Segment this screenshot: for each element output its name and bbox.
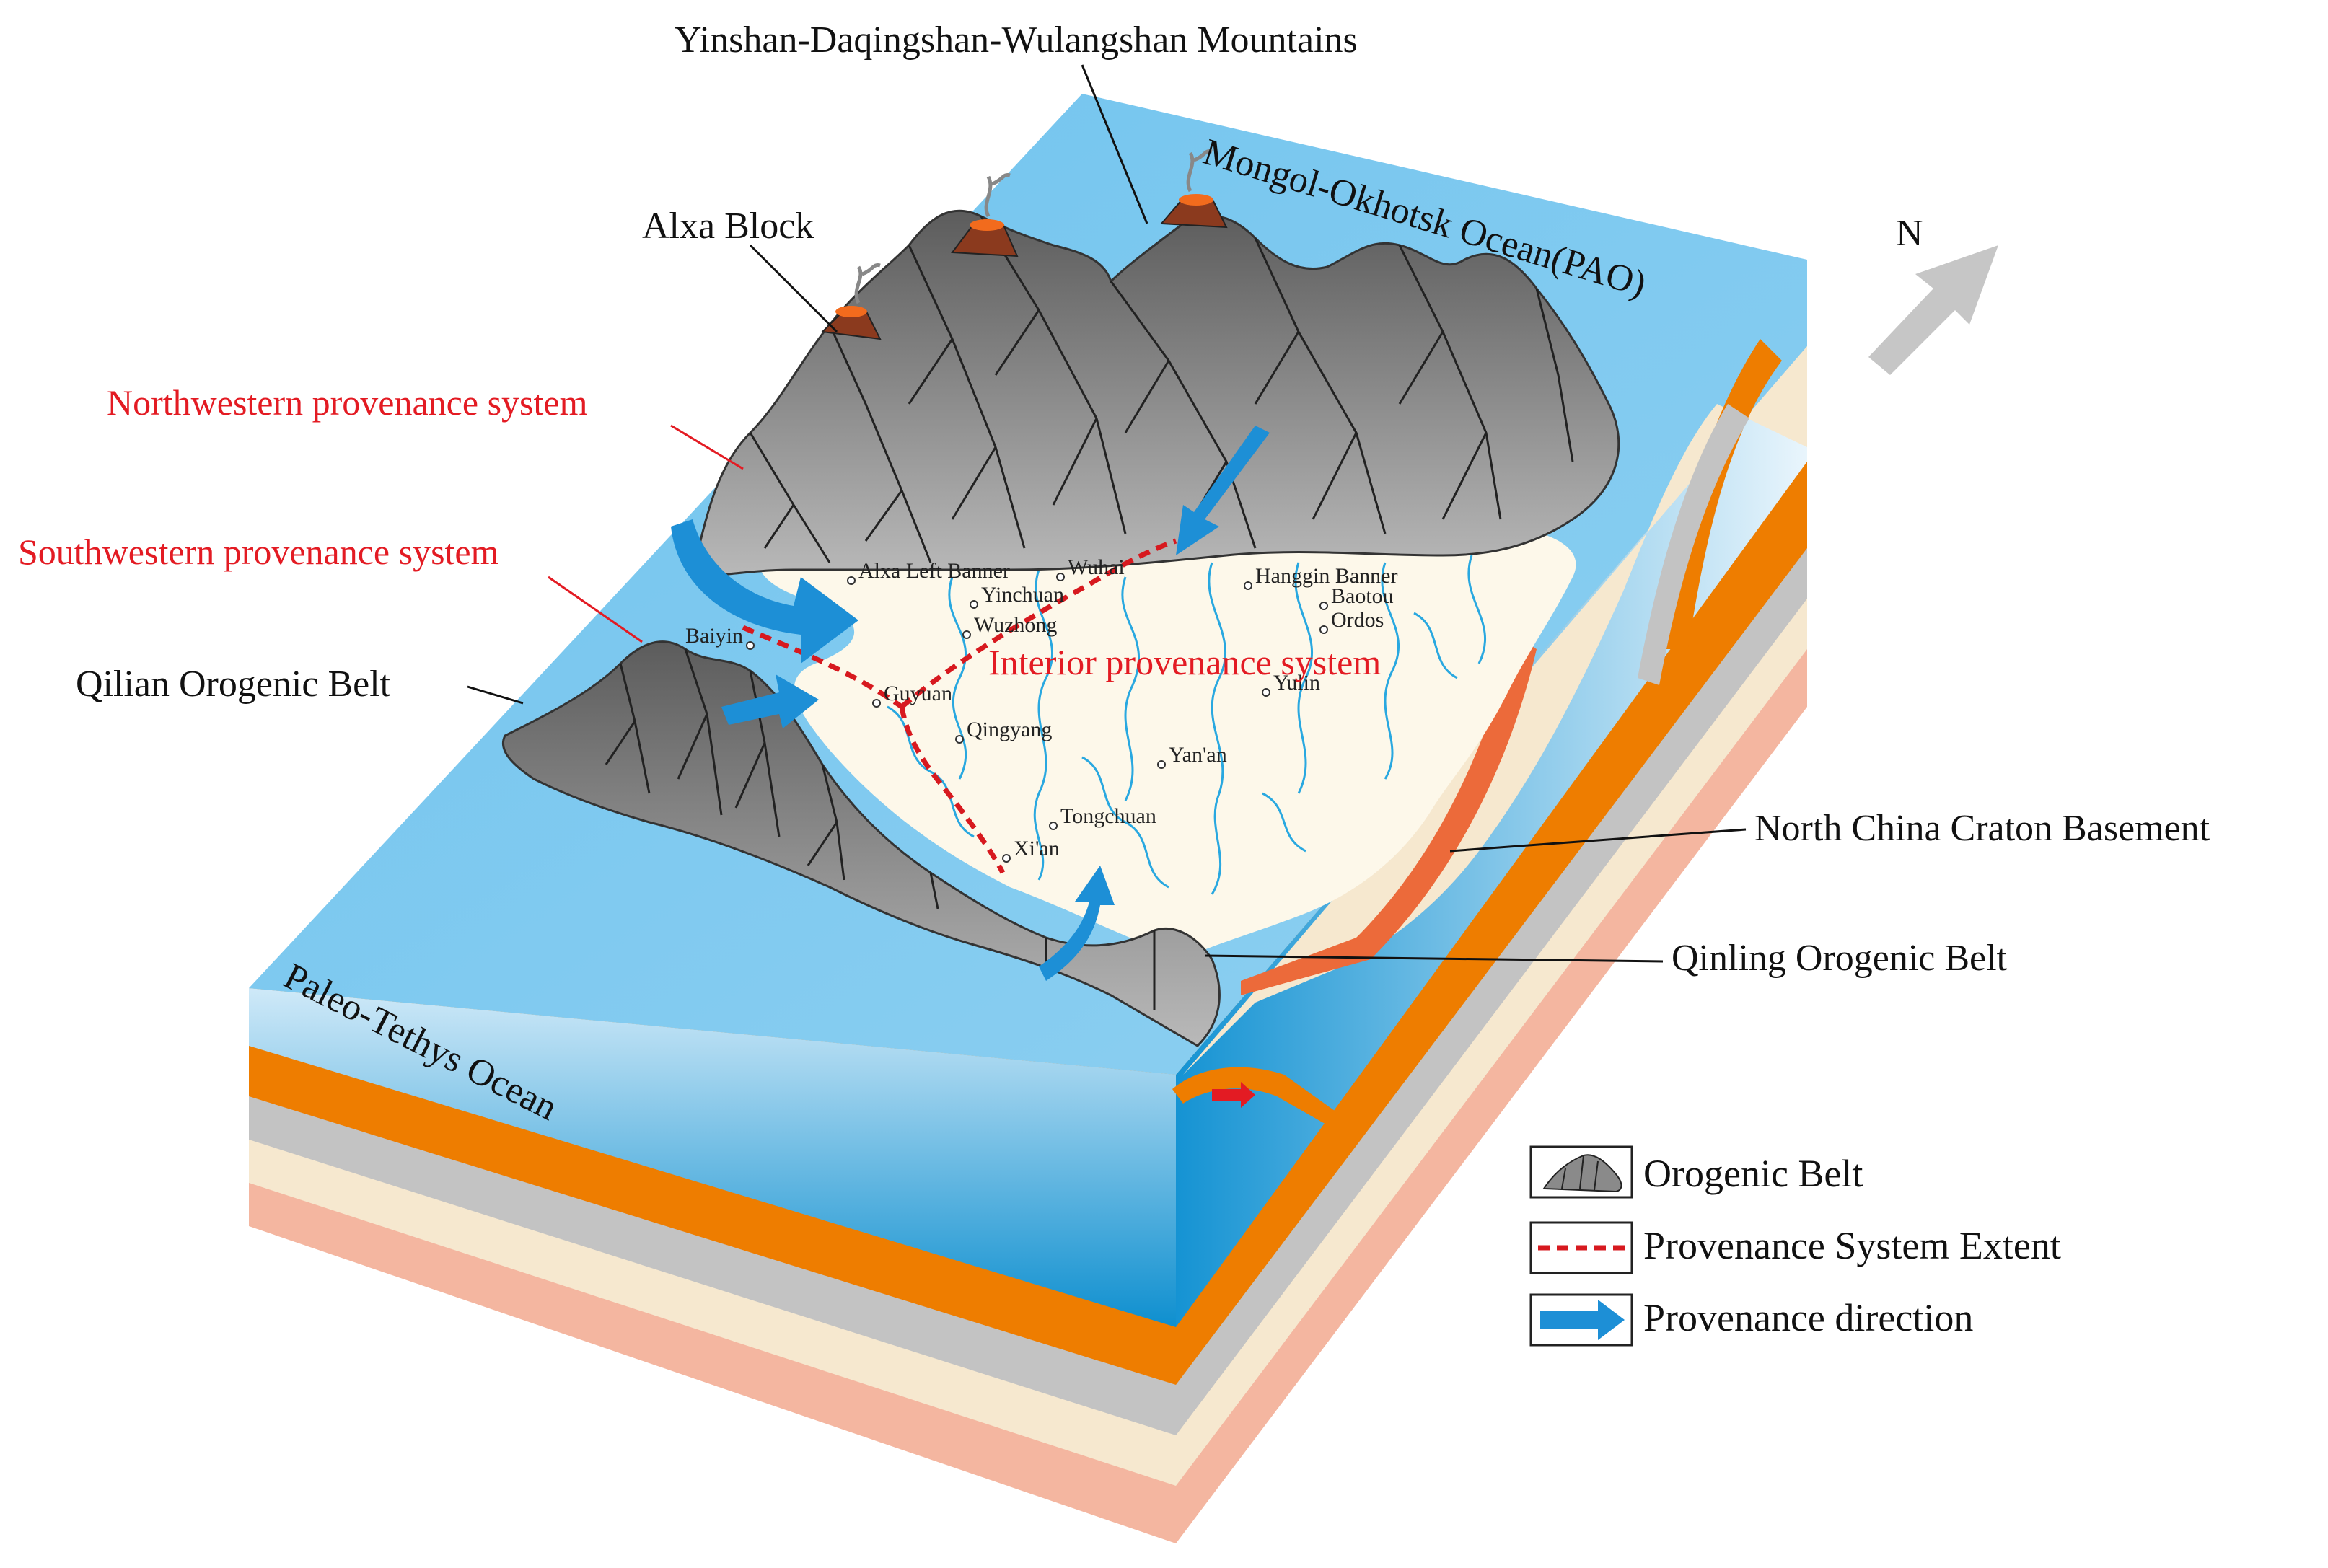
red-arrow-small xyxy=(1212,1082,1255,1108)
city-label: Tongchuan xyxy=(1060,804,1156,828)
leader-northwestern xyxy=(670,424,744,470)
city-marker xyxy=(847,576,856,585)
label-southwestern: Southwestern provenance system xyxy=(18,532,499,572)
yinshan-mountains xyxy=(691,209,1620,578)
city-label: Hanggin Banner xyxy=(1255,564,1397,588)
city-label: Wuzhong xyxy=(974,613,1057,637)
volcano-2 xyxy=(951,172,1019,257)
leader-yinshan xyxy=(1081,64,1148,224)
north-arrow xyxy=(1176,426,1270,555)
city-marker xyxy=(962,630,971,639)
qilian-orogenic-belt xyxy=(501,640,1221,1047)
leader-qinling xyxy=(1204,954,1664,963)
label-alxa-block: Alxa Block xyxy=(642,206,814,247)
right-face-layers xyxy=(1176,346,1807,1543)
city-label: Guyuan xyxy=(884,682,952,705)
city-marker xyxy=(872,699,881,708)
sw-arrow xyxy=(721,674,819,728)
rivers xyxy=(887,555,1487,895)
city-label: Ordos xyxy=(1331,608,1384,632)
label-yinshan: Yinshan-Daqingshan-Wulangshan Mountains xyxy=(675,19,1358,61)
city-marker xyxy=(1157,760,1166,769)
city-marker xyxy=(1056,573,1065,581)
legend-provenance-direction: Provenance direction xyxy=(1529,1293,1973,1347)
mountain-ridgelines xyxy=(749,216,1574,563)
city-marker xyxy=(1002,854,1011,863)
legend-orogenic-belt: Orogenic Belt xyxy=(1529,1145,1863,1199)
legend-provenance-extent: Provenance System Extent xyxy=(1529,1221,2061,1274)
front-face-layers xyxy=(249,988,1176,1543)
city-label: Wuhai xyxy=(1068,555,1125,579)
city-marker xyxy=(1262,688,1270,697)
city-marker xyxy=(970,600,978,609)
legend-label-extent: Provenance System Extent xyxy=(1643,1224,2061,1267)
city-marker xyxy=(746,641,755,650)
nw-arrow xyxy=(671,519,858,664)
label-ncc-basement: North China Craton Basement xyxy=(1754,808,2210,849)
ordos-basin xyxy=(757,522,1576,959)
city-marker xyxy=(1049,822,1058,830)
label-north: N xyxy=(1896,213,1923,254)
city-marker xyxy=(1244,581,1252,590)
label-qinling: Qinling Orogenic Belt xyxy=(1672,938,2008,979)
south-arrow xyxy=(1039,866,1115,981)
city-label: Baotou xyxy=(1331,584,1394,608)
city-label: Qingyang xyxy=(967,718,1052,741)
label-interior: Interior provenance system xyxy=(988,642,1381,682)
leader-qilian xyxy=(467,685,524,705)
north-arrow-icon xyxy=(1868,245,1998,375)
leader-ncc xyxy=(1449,828,1747,853)
leader-southwestern xyxy=(548,576,643,643)
city-marker xyxy=(1319,602,1328,610)
legend: Orogenic Belt Provenance System Extent P… xyxy=(1529,1145,2061,1347)
city-label: Xi'an xyxy=(1014,837,1060,860)
label-northwestern: Northwestern provenance system xyxy=(107,382,588,423)
city-label: Alxa Left Banner xyxy=(858,559,1010,583)
city-label: Baiyin xyxy=(685,624,743,648)
city-label: Yinchuan xyxy=(981,583,1064,607)
legend-label-direction: Provenance direction xyxy=(1643,1296,1973,1339)
legend-label-orogenic: Orogenic Belt xyxy=(1643,1152,1863,1195)
leader-alxa xyxy=(749,244,838,333)
city-label: Yan'an xyxy=(1169,743,1227,767)
volcano-3 xyxy=(1159,149,1228,229)
city-marker xyxy=(1319,625,1328,634)
provenance-arrows xyxy=(671,426,1270,981)
provenance-extent-lines xyxy=(742,538,1177,874)
qilian-ridgelines xyxy=(605,648,1156,1010)
city-label: Yulin xyxy=(1273,671,1320,695)
city-marker xyxy=(955,735,964,744)
label-qilian: Qilian Orogenic Belt xyxy=(76,664,391,705)
